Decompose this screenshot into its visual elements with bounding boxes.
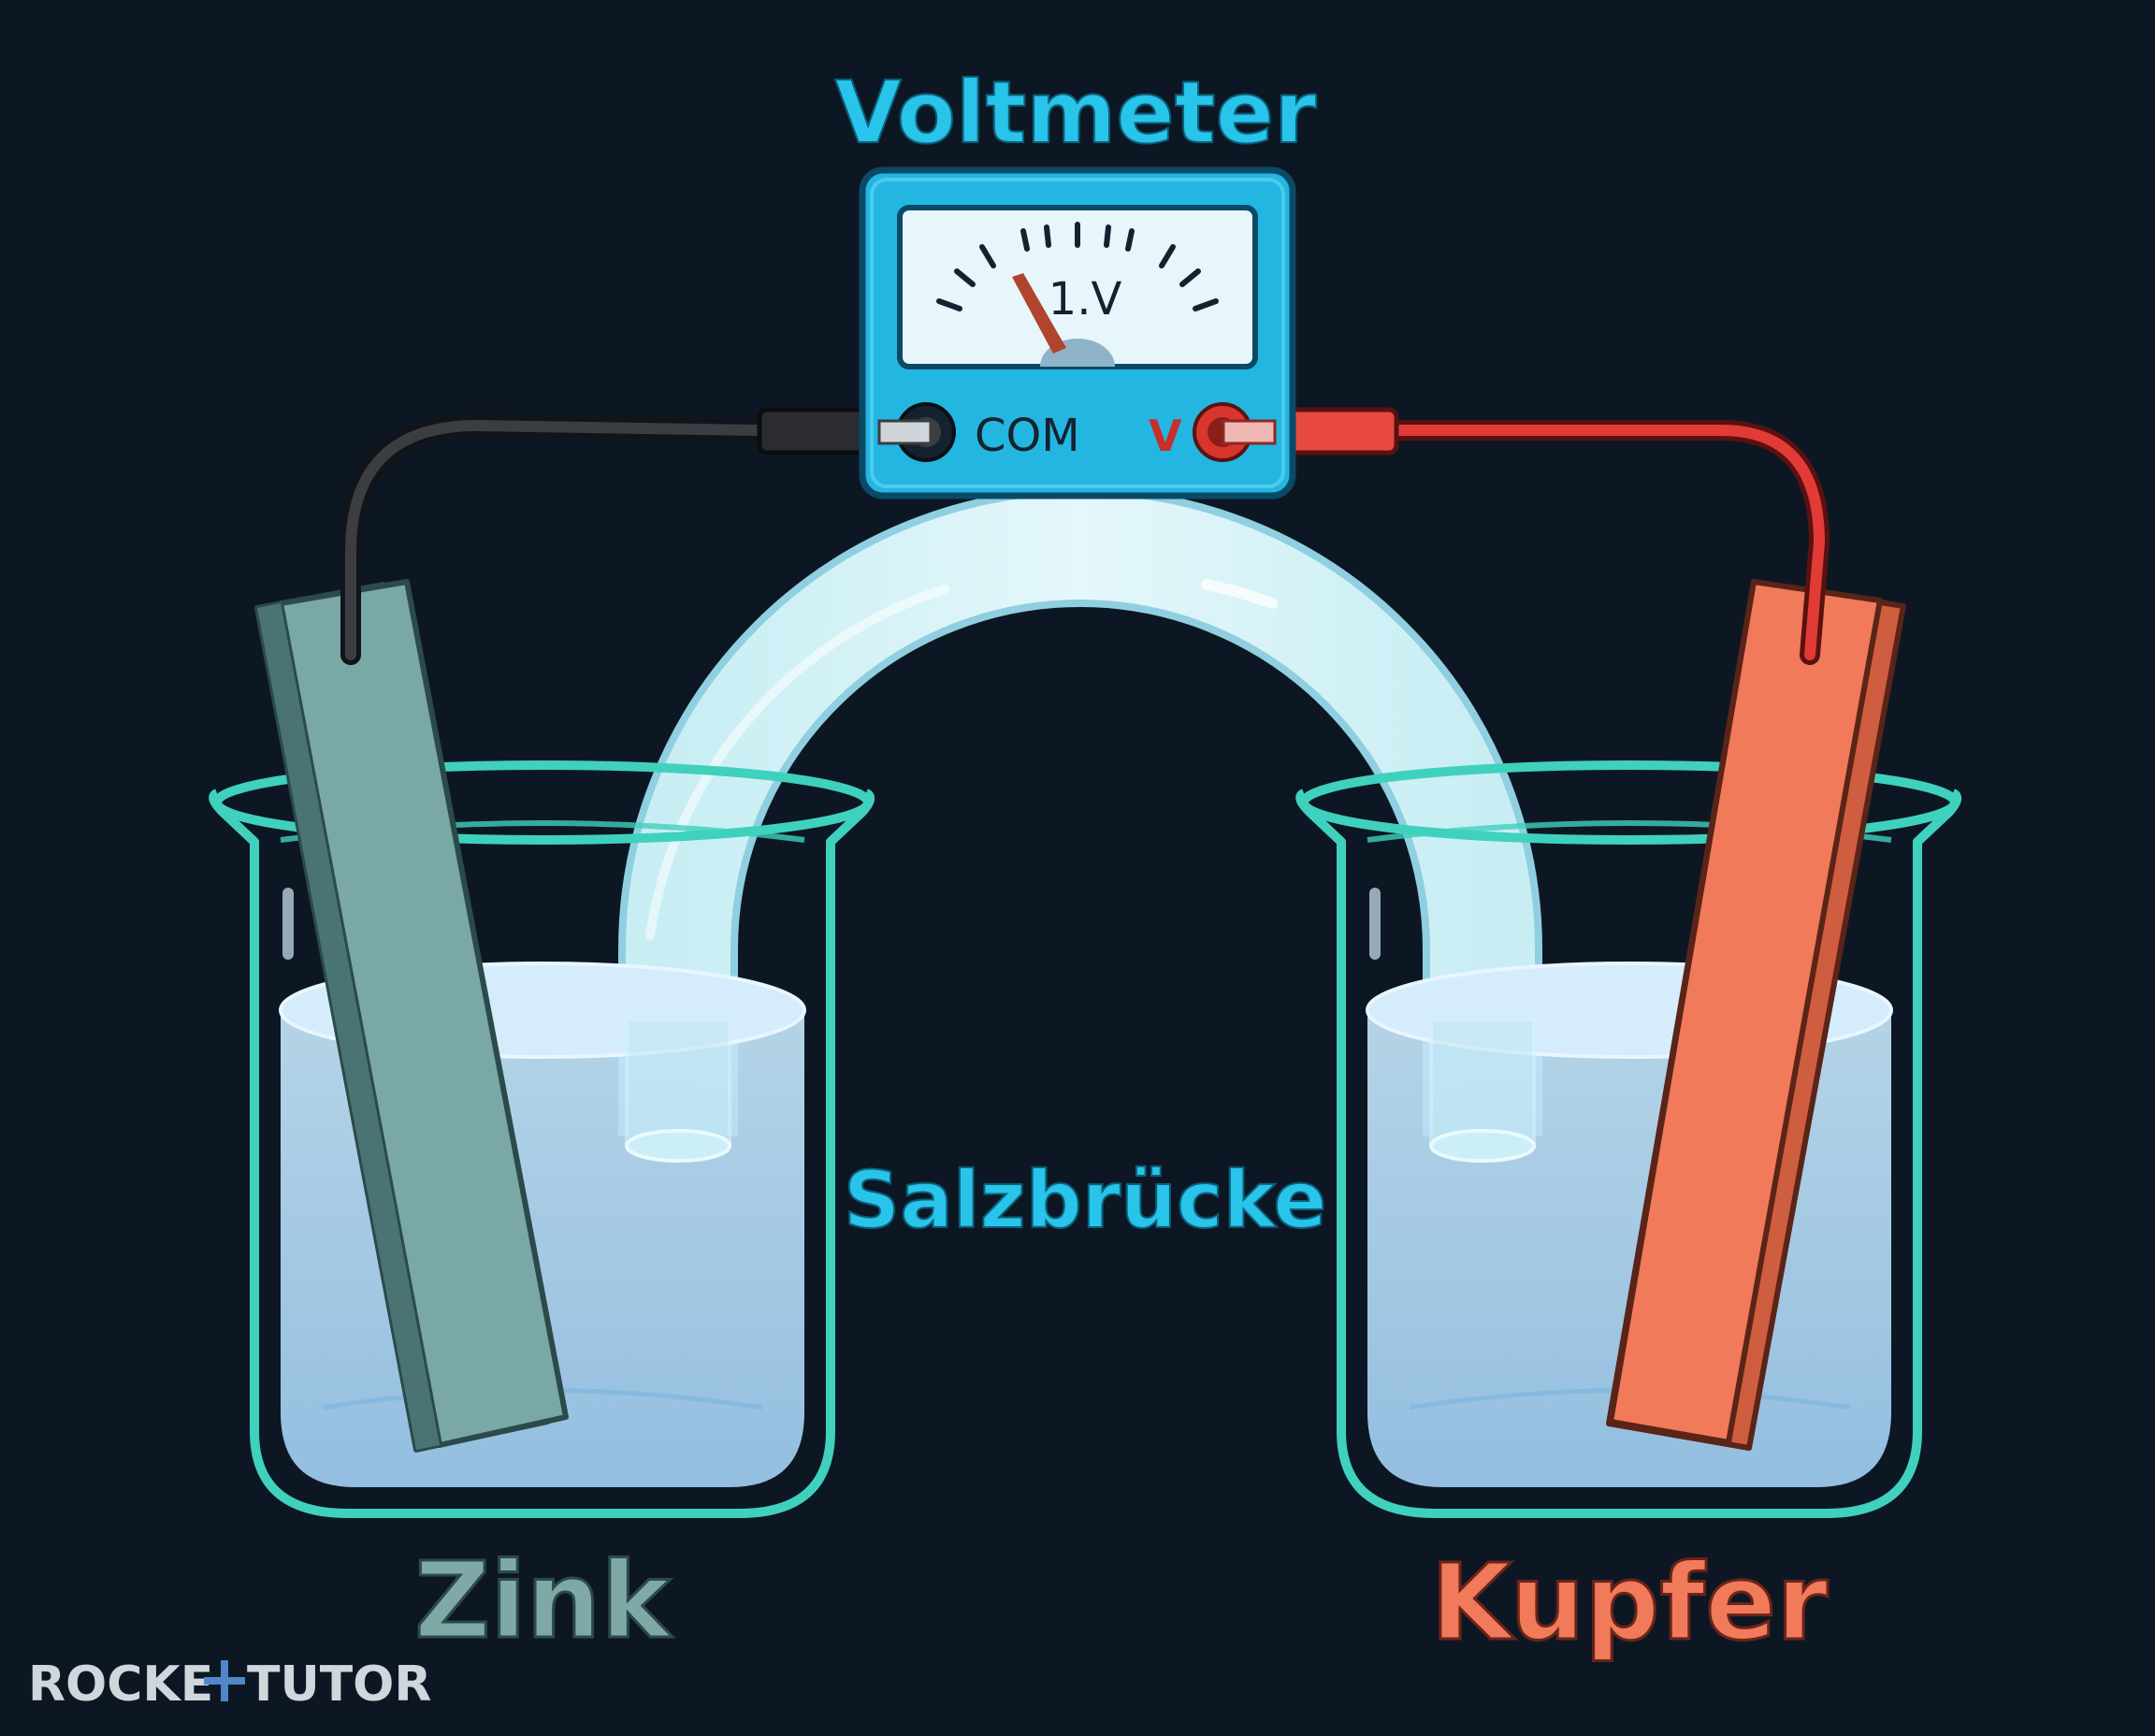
salt-bridge-label: Salzbrücke: [844, 1154, 1327, 1246]
zinc-electrode: [254, 579, 569, 1453]
black-wire: [340, 407, 928, 665]
brand-text-part1: ROCKE: [28, 1656, 213, 1713]
brand-logo: ROCKE TUTOR: [28, 1656, 431, 1713]
com-terminal-label: COM: [975, 410, 1080, 462]
voltmeter: 1.V COM V: [859, 166, 1296, 499]
black-plug-tip: [877, 419, 933, 445]
salt-bridge-submerged-ends: [625, 1018, 1536, 1163]
plus-icon: [204, 1660, 245, 1701]
voltmeter-scale: [936, 222, 1219, 311]
copper-electrode: [1606, 579, 1906, 1451]
copper-label: Kupfer: [1431, 1542, 1829, 1664]
v-terminal-label: V: [1149, 411, 1182, 461]
voltmeter-needle: [1012, 273, 1066, 354]
zinc-label: Zink: [414, 1541, 673, 1662]
brand-text-part2: TUTOR: [247, 1656, 431, 1713]
red-plug-tip: [1222, 419, 1277, 445]
voltmeter-title: Voltmeter: [835, 63, 1318, 163]
voltmeter-reading: 1.V: [1049, 273, 1122, 326]
